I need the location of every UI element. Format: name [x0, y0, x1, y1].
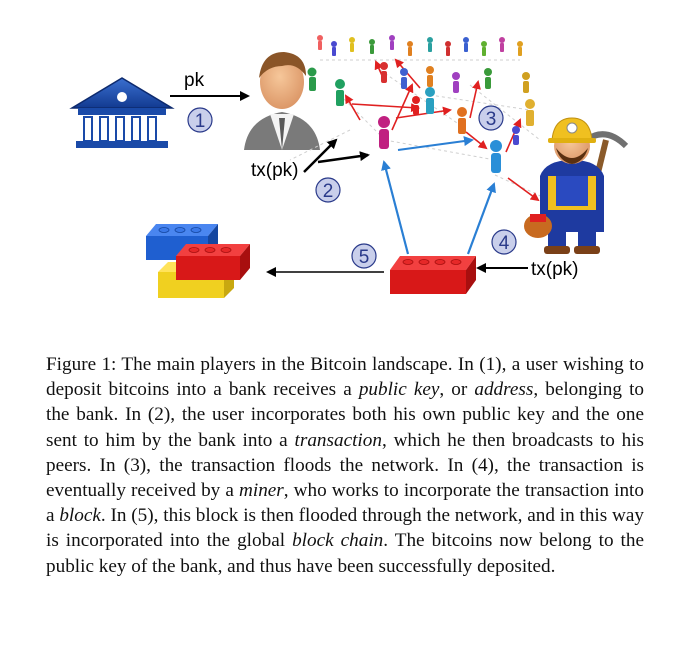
step-2-marker: 2 [315, 177, 341, 203]
step-5-marker: 5 [351, 243, 377, 269]
bank-icon [69, 77, 175, 148]
caption-italic-term: address [474, 379, 534, 401]
caption-text-segment: . In (5), this block is then flooded thr… [46, 505, 644, 552]
caption-text-segment: , which he then broadcasts to his peers.… [46, 429, 644, 502]
tx-right-label: tx(pk) [531, 259, 579, 280]
caption-italic-term: transaction [294, 429, 382, 451]
step-2-number: 2 [323, 181, 334, 202]
caption-text-segment: . The bitcoins now belong to the public … [46, 530, 644, 577]
lego-chain-icon [146, 224, 250, 298]
lego-block-icon [390, 256, 476, 294]
bitcoin-landscape-figure: pk 1 tx(pk) 2 [69, 35, 629, 298]
caption-text-segment: The main players in the Bitcoin landscap… [46, 354, 644, 401]
caption-italic-term: miner [239, 480, 284, 502]
caption-text-segment: Figure 1: [46, 354, 122, 375]
caption-italic-term: public key [358, 379, 440, 401]
block-flood-arrow-left [381, 160, 410, 255]
caption-text-segment: , or [439, 379, 475, 401]
caption-text-segment: , who works to incorporate the transacti… [46, 480, 644, 527]
pk-label: pk [184, 70, 205, 91]
step-3-marker: 3 [478, 105, 504, 131]
step-1-marker: 1 [187, 107, 213, 133]
tx-left-label: tx(pk) [251, 160, 299, 181]
step-3-number: 3 [486, 109, 497, 130]
caption-italic-term: block [59, 505, 101, 527]
step-4-number: 4 [499, 233, 510, 254]
caption-italic-term: block chain [292, 530, 384, 552]
block-flood-arrow-right [466, 182, 496, 255]
network-people-icon [289, 35, 561, 206]
step-4-marker: 4 [491, 229, 517, 255]
caption-text-segment: , belonging to the bank. In (2), the use… [46, 379, 644, 451]
tx-to-user-arrow [303, 138, 338, 173]
step-5-number: 5 [359, 247, 370, 268]
figure-caption: Figure 1: The main players in the Bitcoi… [46, 352, 644, 579]
tx-broadcast-arrow [317, 151, 370, 164]
user-icon [244, 52, 320, 150]
step-1-number: 1 [195, 111, 206, 132]
miner-icon [524, 117, 629, 254]
